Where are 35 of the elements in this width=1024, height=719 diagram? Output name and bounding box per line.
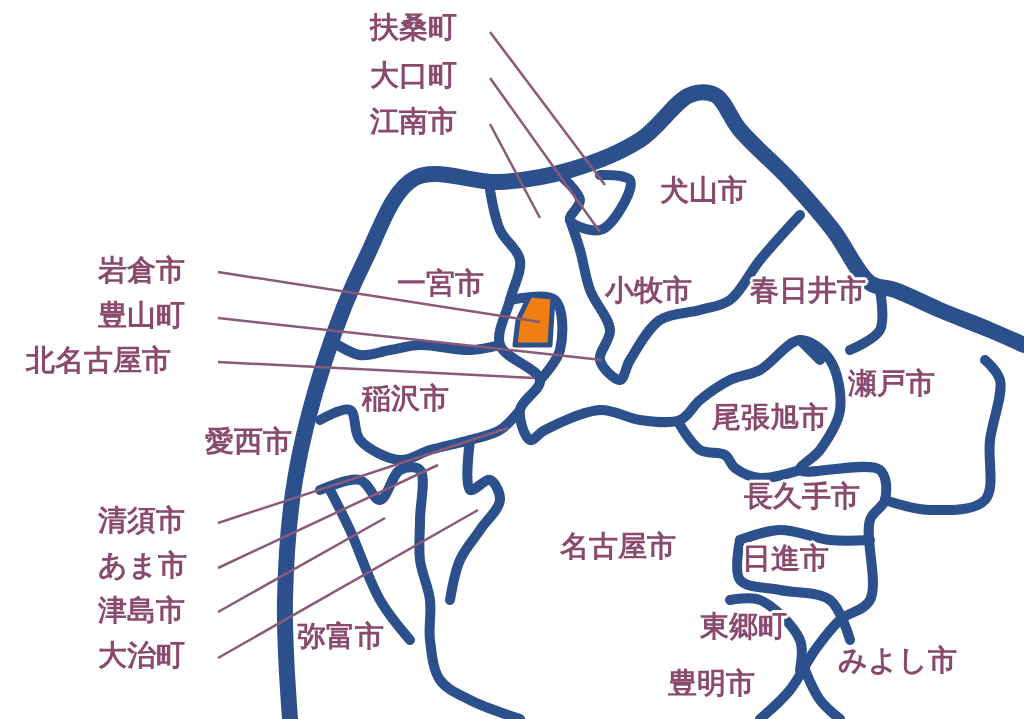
place-name: 弥富市 <box>297 621 384 653</box>
place-name: 豊明市 <box>668 668 755 700</box>
leader-line <box>217 463 439 570</box>
place-name: 岩倉市 <box>98 255 185 287</box>
leader-line <box>489 77 601 233</box>
place-name: 清須市 <box>98 505 185 537</box>
leader-line <box>217 516 386 614</box>
leader-line <box>217 360 536 380</box>
place-name: 扶桑町 <box>370 12 457 44</box>
leader-line <box>217 270 541 324</box>
place-name: 長久手市 <box>744 481 860 513</box>
place-name: 東郷町 <box>700 611 787 643</box>
place-name: 犬山市 <box>660 175 747 207</box>
place-name: あま市 <box>98 550 187 582</box>
place-name: 名古屋市 <box>560 531 676 563</box>
place-name: 津島市 <box>98 595 185 627</box>
place-name: 一宮市 <box>397 268 484 300</box>
place-name: 豊山町 <box>98 300 185 332</box>
place-name: 稲沢市 <box>362 383 449 415</box>
leader-line <box>217 508 479 660</box>
place-name: 北名古屋市 <box>26 345 171 377</box>
place-name: みよし市 <box>838 645 957 677</box>
place-name: 大口町 <box>370 60 457 92</box>
place-name: 小牧市 <box>605 275 692 307</box>
leader-line <box>488 123 542 219</box>
place-name: 大治町 <box>98 640 185 672</box>
leader-line <box>489 31 606 186</box>
place-name: 瀬戸市 <box>848 368 935 400</box>
place-name: 春日井市 <box>750 275 866 307</box>
leader-line <box>217 316 603 362</box>
place-name: 江南市 <box>370 106 457 138</box>
leader-line <box>217 426 509 525</box>
place-name: 尾張旭市 <box>712 402 828 434</box>
place-name: 日進市 <box>742 543 829 575</box>
place-name: 愛西市 <box>205 426 292 458</box>
